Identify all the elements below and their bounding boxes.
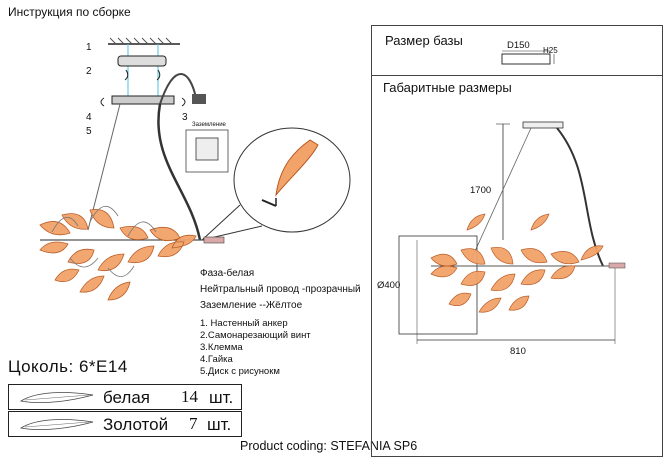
- grounding-label: Заземление: [192, 122, 226, 128]
- mounting-bracket: [117, 55, 167, 67]
- screws: [124, 69, 161, 81]
- base-drawing: [501, 50, 555, 65]
- wire-phase: Фаза-белая: [200, 268, 255, 279]
- bulb-leaf-detail: [275, 139, 319, 197]
- variant-name: Золотой: [103, 415, 169, 434]
- overall-length: 810: [510, 346, 526, 357]
- suspension-wire: [87, 103, 121, 231]
- variant-qty: 14: [181, 387, 198, 406]
- page-title: Инструкция по сборке: [8, 5, 131, 19]
- dimensions-panel: [371, 25, 663, 457]
- variant-row-gold: Золотой 7 шт.: [8, 411, 242, 437]
- wire-ground: Заземление --Жёлтое: [200, 300, 303, 311]
- variant-unit: шт.: [209, 388, 234, 407]
- chandelier-side-view: [430, 213, 626, 313]
- overall-height: 1700: [470, 185, 492, 196]
- overall-diameter: Ø400: [377, 280, 401, 291]
- wiring-legend: Фаза-белая Нейтральный провод -прозрачны…: [200, 266, 361, 314]
- panel-divider: [371, 75, 663, 76]
- overall-drawing: [398, 121, 626, 344]
- overall-size-title: Габаритные размеры: [383, 80, 512, 95]
- part-item: 4.Гайка: [200, 354, 233, 365]
- parts-list: 1. Настенный анкер 2.Самонарезающий винт…: [200, 318, 311, 378]
- leaf-icon: [19, 419, 94, 430]
- leaf-icon: [19, 392, 94, 403]
- base-height: H25: [543, 46, 558, 55]
- callout-1: 1: [86, 42, 92, 53]
- socket-type: Цоколь: 6*E14: [8, 357, 128, 376]
- part-item: 1. Настенный анкер: [200, 318, 288, 329]
- part-item: 5.Диск с рисунокм: [200, 366, 280, 377]
- variant-row-white: белая 14 шт.: [8, 384, 242, 410]
- callout-3: 3: [182, 112, 188, 123]
- base-size-title: Размер базы: [385, 33, 463, 48]
- terminal-block: [192, 94, 206, 104]
- variant-name: белая: [103, 388, 151, 407]
- product-coding: Product coding: STEFANIA SP6: [240, 439, 418, 453]
- callout-4: 4: [86, 112, 92, 123]
- variant-qty: 7: [189, 414, 198, 433]
- canopy-plate: [111, 95, 175, 105]
- power-cable: [157, 103, 202, 241]
- assembly-diagram: [39, 37, 351, 301]
- wire-neutral: Нейтральный провод -прозрачный: [200, 284, 361, 295]
- part-item: 2.Самонарезающий винт: [200, 330, 311, 341]
- callout-5: 5: [86, 126, 92, 137]
- detail-bubble: [233, 127, 351, 233]
- variant-unit: шт.: [207, 415, 232, 434]
- base-diameter: D150: [507, 40, 530, 51]
- callout-2: 2: [86, 66, 92, 77]
- part-item: 3.Клемма: [200, 342, 243, 353]
- chandelier-illustration: [39, 206, 225, 301]
- ceiling-hatch: [108, 37, 180, 45]
